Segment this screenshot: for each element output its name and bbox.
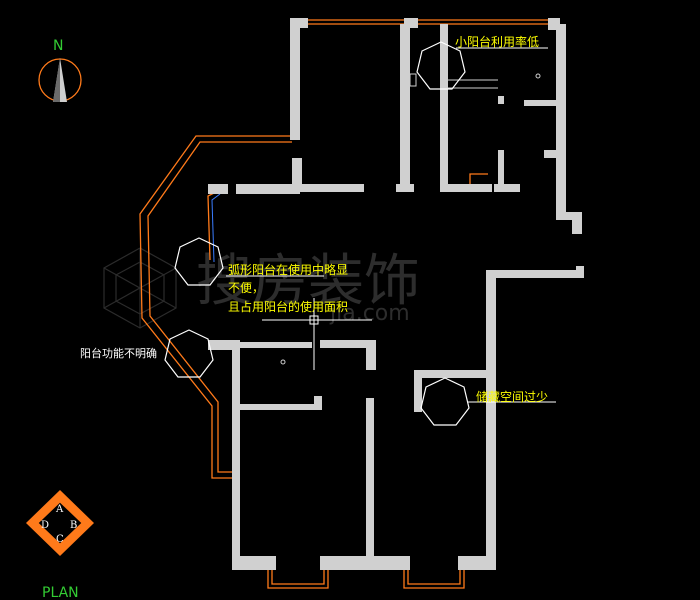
plan-label: PLAN — [42, 585, 79, 600]
leader-lines — [226, 47, 556, 403]
watermark-main: 搜房装饰 — [196, 249, 420, 314]
cloud-small-balcony — [416, 41, 466, 90]
annotations: 小阳台利用率低 弧形阳台在使用中略显 不便， 且占用阳台的使用面积 阳台功能不明… — [80, 34, 548, 404]
cloud-storage — [420, 377, 470, 426]
blue-glass-line — [211, 193, 221, 263]
annotation-curved-balcony-1: 弧形阳台在使用中略显 — [228, 262, 348, 277]
annotation-balcony-function: 阳台功能不明确 — [80, 346, 157, 360]
walls — [208, 18, 584, 570]
watermark-sub: jia.com — [329, 301, 410, 326]
crosshair-cursor — [262, 298, 372, 370]
marker-b: B — [70, 520, 77, 531]
window-lines — [139, 19, 548, 589]
marker-c: C — [56, 534, 64, 545]
compass-needle-shade — [53, 58, 60, 102]
marker-d: D — [41, 520, 49, 531]
north-compass: N — [38, 38, 82, 102]
cloud-balcony-function — [164, 329, 214, 378]
watermark-logo — [103, 247, 177, 329]
fixture-marks — [280, 73, 541, 365]
marker-a: A — [55, 504, 64, 515]
revision-clouds — [164, 41, 470, 426]
annotation-small-balcony: 小阳台利用率低 — [455, 34, 539, 49]
annotation-curved-balcony-3: 且占用阳台的使用面积 — [228, 299, 348, 314]
annotation-storage: 储藏空间过少 — [476, 389, 548, 404]
north-letter: N — [53, 38, 63, 54]
cloud-curved-balcony — [174, 237, 224, 286]
watermark: 搜房装饰 jia.com — [103, 247, 420, 329]
annotation-curved-balcony-2: 不便， — [228, 281, 264, 295]
marker-diamond-inner — [37, 501, 83, 545]
view-direction-marker: A B C D — [26, 490, 94, 556]
